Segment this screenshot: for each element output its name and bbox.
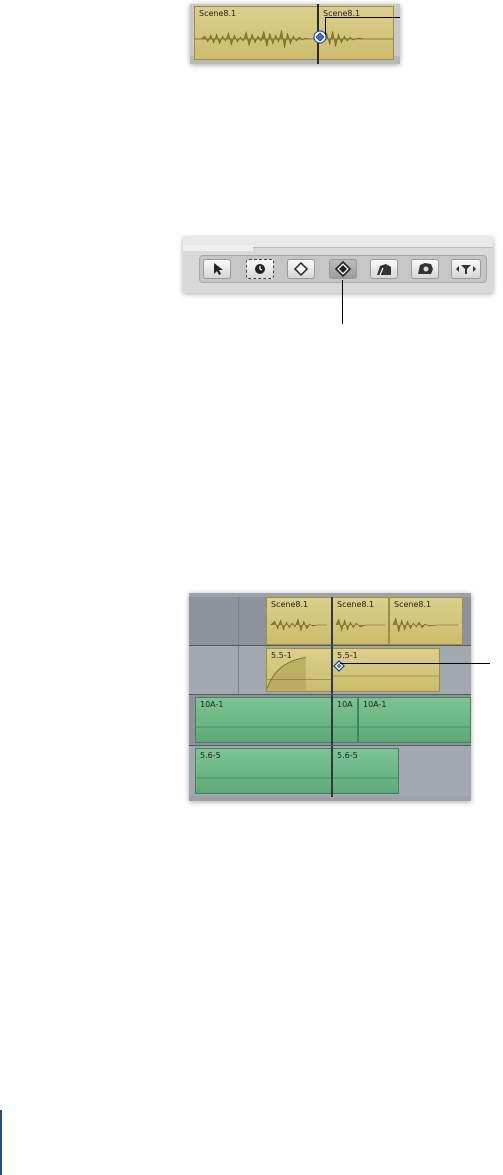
audio-clip[interactable]: Scene8.1: [332, 597, 389, 645]
clip-label: 10A-1: [363, 700, 387, 709]
zoom-hand-tool-icon: [418, 263, 433, 274]
arrow-select-icon: [214, 263, 223, 275]
audio-clip-left[interactable]: Scene8.1: [194, 6, 318, 60]
clip-label: Scene8.1: [394, 600, 432, 609]
slide-tool-icon: [334, 260, 352, 278]
audio-clip[interactable]: 5.6-5: [195, 748, 332, 794]
audio-clip-right[interactable]: Scene8.1: [318, 6, 394, 60]
clip-label: 10A-1: [200, 700, 224, 709]
audio-clip[interactable]: 5.6-5: [332, 748, 399, 794]
waveform: [333, 777, 398, 779]
audio-clip[interactable]: 5.5-1: [266, 648, 332, 692]
waveform: [195, 30, 317, 48]
audio-clip[interactable]: 5.5-1: [332, 648, 440, 692]
blade-tool-button[interactable]: [370, 259, 398, 279]
audio-clip[interactable]: 10A-1: [195, 697, 332, 743]
clip-label: 10A: [337, 700, 353, 709]
audio-clip[interactable]: Scene8.1: [266, 597, 332, 645]
clip-label: 5.6-5: [337, 751, 358, 760]
waveform: [392, 617, 459, 632]
timeline-figure: Scene8.1 Scene8.1 Scene8.1 5.5-1 5.5-1: [189, 593, 471, 801]
waveform: [333, 726, 357, 728]
clip-label: Scene8.1: [271, 600, 309, 609]
waveform: [333, 675, 439, 677]
zoom-hand-tool-button[interactable]: [411, 259, 439, 279]
audio-clip[interactable]: 10A-1: [358, 697, 471, 743]
waveform: [270, 618, 328, 632]
slide-tool-button[interactable]: [329, 259, 357, 279]
blade-tool-icon: [377, 264, 391, 276]
clip-label: Scene8.1: [199, 9, 237, 18]
track-divider: [238, 646, 239, 694]
track-divider: [238, 597, 239, 645]
callout-line: [325, 17, 400, 18]
callout-line: [342, 280, 343, 324]
clip-label: 5.5-1: [271, 651, 292, 660]
tool-palette-figure: [183, 237, 493, 293]
select-tool-button[interactable]: [203, 259, 231, 279]
waveform: [196, 777, 331, 779]
slide-cursor-icon: [313, 30, 327, 44]
track-separator: [189, 645, 471, 646]
waveform: [319, 31, 393, 47]
roll-tool-button[interactable]: [246, 259, 274, 279]
audio-clip[interactable]: Scene8.1: [389, 597, 463, 645]
callout-line: [325, 17, 326, 35]
fade-curve: [267, 657, 331, 691]
crop-tool-button[interactable]: [451, 259, 481, 279]
track-separator: [189, 694, 471, 695]
waveform: [359, 726, 470, 728]
clip-label: 5.6-5: [200, 751, 221, 760]
waveform: [335, 618, 386, 632]
clip-label: Scene8.1: [323, 9, 361, 18]
slide-cursor-icon: [333, 660, 345, 672]
figure-clip-join: Scene8.1 Scene8.1: [190, 4, 400, 64]
clip-label: 5.5-1: [337, 651, 358, 660]
callout-line: [340, 663, 490, 664]
audio-clip[interactable]: 10A: [332, 697, 358, 743]
edit-point-line: [331, 597, 333, 797]
crop-tool-icon: [456, 265, 476, 274]
page-margin-mark: [0, 1110, 2, 1175]
clip-label: Scene8.1: [337, 600, 375, 609]
slip-tool-button[interactable]: [287, 259, 315, 279]
slip-tool-icon: [293, 261, 309, 277]
roll-tool-icon: [255, 264, 265, 274]
waveform: [196, 726, 331, 728]
track-separator: [189, 745, 471, 746]
